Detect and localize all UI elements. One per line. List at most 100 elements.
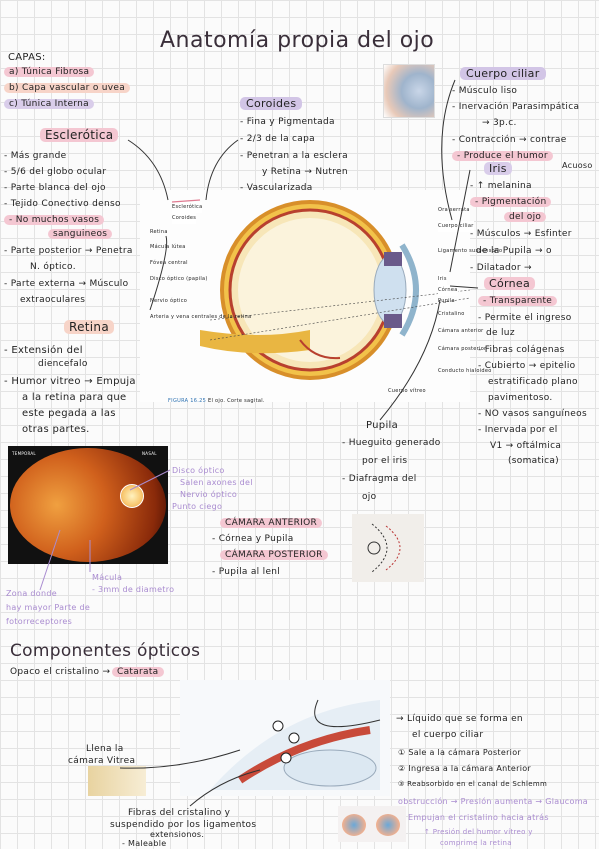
catarata-text: Catarata xyxy=(112,667,164,678)
retina-item: diencefalo xyxy=(38,359,88,369)
esclerotica-heading: Esclerótica xyxy=(40,128,119,142)
cornea-item: (somatica) xyxy=(508,456,559,466)
step-3: ③ Reabsorbido en el canal de Schlemm xyxy=(398,780,548,788)
cornea-heading: Córnea xyxy=(484,277,536,290)
glaucoma-image xyxy=(338,806,406,842)
camara-vitrea-label: cámara Vitrea xyxy=(68,756,136,766)
diagram-label-right: Ligamento suspensorio xyxy=(438,248,503,254)
pupila-item: - Hueguito generado xyxy=(342,438,441,448)
diagram-label-left: Arteria y vena centrales de la retina xyxy=(150,314,252,320)
fundus-retina xyxy=(10,448,166,562)
diagram-label-left: Mácula lútea xyxy=(150,244,186,250)
vitreous-image xyxy=(88,766,146,796)
cornea-item: de luz xyxy=(486,328,515,338)
diagram-label-right: Iris xyxy=(438,274,447,285)
iris-item: - Pigmentación xyxy=(470,197,552,208)
esclerotica-item: - Parte externa → Músculo xyxy=(4,279,129,289)
cuerpo-ciliar-item: - Produce el humor xyxy=(452,151,553,162)
retina-item: este pegada a las xyxy=(22,408,116,419)
coroides-heading: Coroides xyxy=(240,97,303,110)
diagram-label-left: Nervio óptico xyxy=(150,298,188,304)
diagram-label-right: Cristalino xyxy=(438,311,465,317)
cuerpo-ciliar-item: - Músculo liso xyxy=(452,86,518,96)
empujan-text: Empujan el cristalino hacia atrás xyxy=(408,813,549,822)
cornea-item: estratificado plano xyxy=(488,377,578,387)
cornea-item: - Fibras colágenas xyxy=(478,345,565,355)
opaco-text: Opaco el cristalino → xyxy=(10,667,111,677)
coroides-item: - Fina y Pigmentada xyxy=(240,117,335,127)
esclerotica-item: - Más grande xyxy=(4,151,67,161)
fundus-photo: TEMPORAL NASAL xyxy=(8,446,168,564)
zona-label: Zona donde xyxy=(6,589,57,598)
cuerpo-ciliar-item: Acuoso xyxy=(562,161,593,170)
componentes-heading: Componentes ópticos xyxy=(10,641,201,661)
presion-text: ↑ Presión del humor vítreo y xyxy=(424,828,533,836)
camara-posterior-heading: CÁMARA POSTERIOR xyxy=(220,550,328,561)
zona-label: fotorreceptores xyxy=(6,617,73,626)
diagram-label-left: Retina xyxy=(150,229,168,235)
cornea-item: V1 → oftálmica xyxy=(490,441,562,451)
pupila-heading: Pupila xyxy=(366,420,399,431)
retina-item: - Humor vitreo → Empuja xyxy=(4,376,136,387)
glaucoma-eye-2 xyxy=(376,814,400,836)
diagram-label-right: Conducto hialoideo xyxy=(438,368,492,374)
esclerotica-item: extraoculares xyxy=(20,295,86,305)
iris-item: - Dilatador → xyxy=(470,263,532,273)
coroides-item: - Vascularizada xyxy=(240,183,313,193)
camara-anterior-item: - Córnea y Pupila xyxy=(212,534,294,544)
iris-heading: Iris xyxy=(484,162,512,175)
capas-heading: CAPAS: xyxy=(8,52,46,63)
cuerpo-ciliar-item: - Contracción → contrae xyxy=(452,135,567,145)
diagram-label-right: Cuerpo ciliar xyxy=(438,221,474,232)
diagram-label-left: Coroides xyxy=(172,213,197,224)
liquido-text: → Líquido que se forma en xyxy=(396,714,523,724)
capas-item-c: c) Túnica Interna xyxy=(4,99,94,110)
fondo-note: Salen axones del xyxy=(180,478,253,487)
fibras-text: extensionos. xyxy=(150,830,205,839)
camara-posterior-item: - Pupila al lenl xyxy=(212,567,281,577)
cornea-item: - Cubierto → epitelio xyxy=(478,361,576,371)
coroides-item: - Penetran a la esclera xyxy=(240,151,348,161)
cornea-item: - Inervada por el xyxy=(478,425,558,435)
cuerpo-ciliar-item: → 3p.c. xyxy=(482,118,517,128)
fondo-note: Nervio óptico xyxy=(180,490,238,499)
diagram-label-right: Pupila xyxy=(438,298,455,304)
pupila-item: ojo xyxy=(362,492,377,502)
diagram-label-left: Fóvea central xyxy=(150,260,188,266)
retina-item: - Extensión del xyxy=(4,345,83,356)
iris-item: de la Pupila → o xyxy=(476,246,552,256)
diagram-label-left: Disco óptico (papila) xyxy=(150,276,208,282)
retina-heading: Retina xyxy=(64,320,114,334)
diagram-label-left: Esclerótica xyxy=(172,202,203,213)
pupila-item: - Diafragma del xyxy=(342,474,417,484)
fibras-text: - Maleable xyxy=(122,839,167,848)
lens-diagram xyxy=(180,680,390,796)
coroides-item: - 2/3 de la capa xyxy=(240,134,315,144)
glaucoma-text: obstrucción → Presión aumenta → Glaucoma xyxy=(398,797,588,806)
cornea-item: - NO vasos sanguíneos xyxy=(478,409,587,419)
cuerpo-ciliar-item: - Inervación Parasimpática xyxy=(452,102,580,112)
optic-disc xyxy=(120,484,144,508)
cornea-item: pavimentoso. xyxy=(488,393,553,403)
cornea-item: - Permite el ingreso xyxy=(478,313,572,323)
cuerpo-ciliar-image xyxy=(383,64,435,118)
presion-text: comprime la retina xyxy=(440,839,512,847)
diagram-label-right: Córnea xyxy=(438,285,458,296)
camara-vitrea-label: Llena la xyxy=(86,744,124,754)
camaras-image xyxy=(352,514,424,582)
fondo-note: Punto ciego xyxy=(172,502,223,511)
iris-item: del ojo xyxy=(504,212,547,223)
eye-diagram xyxy=(140,190,470,402)
capas-item-a: a) Túnica Fibrosa xyxy=(4,67,95,78)
diagram-label-right: Cámara posterior xyxy=(438,346,487,352)
fundus-top-right: NASAL xyxy=(142,451,157,456)
esclerotica-item: sanguineos xyxy=(48,229,113,240)
pupila-item: por el iris xyxy=(362,456,408,466)
diagram-caption: FIGURA 16.25 El ojo. Corte sagital. xyxy=(168,398,265,404)
iris-item: - Músculos → Esfinter xyxy=(470,229,572,239)
retina-item: otras partes. xyxy=(22,424,90,435)
page-title: Anatomía propia del ojo xyxy=(160,28,435,53)
liquido-text: el cuerpo ciliar xyxy=(412,730,484,740)
macula-diameter: - 3mm de diametro xyxy=(92,585,175,594)
capas-item-b: b) Capa vascular o uvea xyxy=(4,83,131,94)
